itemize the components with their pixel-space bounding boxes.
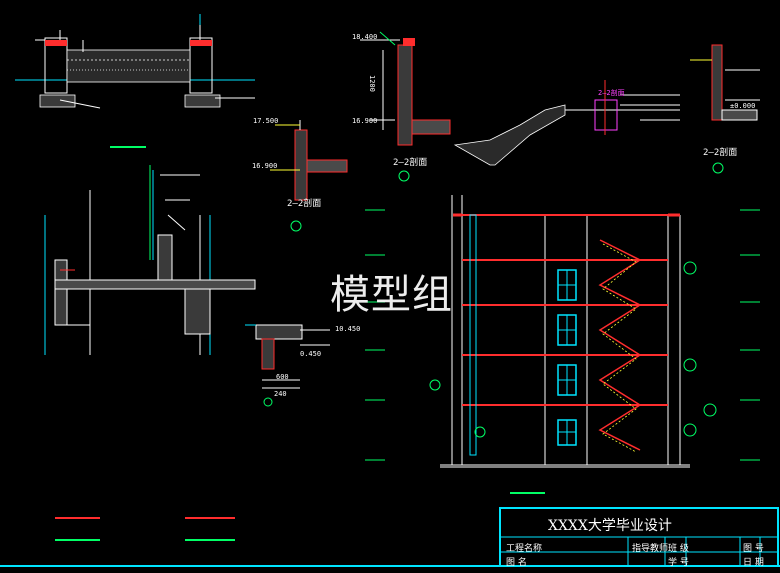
foundation-detail [15, 14, 255, 148]
elevation-mark: 10.450 [335, 325, 361, 333]
dimension-text: 240 [274, 390, 287, 398]
drawing-number-label: 图 号 [743, 544, 764, 554]
class-label: 班 级 [668, 544, 689, 554]
date-label: 日 期 [743, 558, 764, 568]
student-id-label: 学 号 [668, 558, 689, 568]
parapet-detail [690, 44, 760, 174]
advisor-label: 指导教师 [632, 544, 669, 554]
elevation-mark: 18.400 [352, 33, 378, 41]
project-name-label: 工程名称 [506, 544, 543, 554]
drawing-name-label: 图 名 [506, 558, 527, 568]
section-label-a: 2—2剖面 [287, 199, 322, 209]
eave-detail-b [360, 31, 451, 182]
beam-detail [245, 324, 330, 407]
section-label-d: 2—2剖面 [598, 89, 625, 97]
section-label-c: 2—2剖面 [703, 148, 738, 158]
watermark-text: 模型组 [330, 272, 453, 318]
elevation-mark: 16.900 [352, 117, 378, 125]
wall-section-detail [44, 165, 256, 355]
dimension-text: 1200 [368, 75, 376, 92]
eave-detail-a [270, 120, 348, 232]
elevation-mark: 17.500 [253, 117, 279, 125]
section-label-b: 2—2剖面 [393, 158, 428, 168]
building-section [429, 195, 717, 468]
elevation-mark: 0.450 [300, 350, 322, 358]
stair-landing-detail [453, 80, 680, 166]
elevation-mark: 16.900 [252, 162, 278, 170]
title-block-frame [0, 507, 780, 567]
title-block-title: XXXX大学毕业设计 [548, 518, 672, 534]
dimension-text: 600 [276, 373, 289, 381]
elevation-mark: ±0.000 [730, 102, 756, 110]
level-marks [55, 209, 760, 541]
